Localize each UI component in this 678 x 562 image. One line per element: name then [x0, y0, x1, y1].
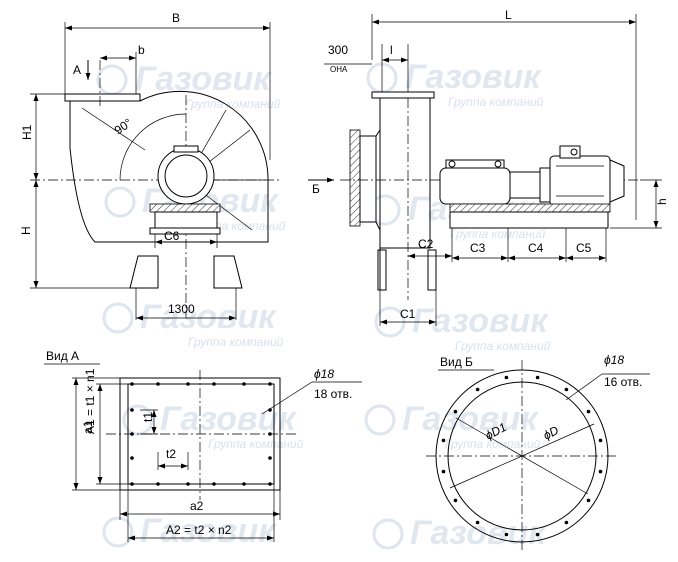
watermark-tagline: Группа компаний: [448, 95, 544, 109]
watermark-brand: Газовик: [410, 514, 547, 552]
view-b-hole-dia: ϕ18: [604, 353, 624, 367]
view-b-bolt-holes: [441, 375, 603, 537]
bolt-hole: [586, 498, 591, 503]
dim-300-label: 300: [328, 43, 348, 57]
dim-C5-label: C5: [576, 241, 592, 255]
bolt-hole: [535, 532, 540, 537]
dim-H-label: H: [19, 226, 33, 235]
dim-t1-label: t1: [141, 412, 155, 422]
watermark-tagline: Группа компаний: [188, 335, 284, 349]
view-b-D-label: ϕD: [541, 423, 561, 443]
view-a-title: Вид А: [46, 349, 79, 363]
bolt-hole: [475, 387, 480, 392]
dim-C3-label: C3: [470, 241, 486, 255]
bolt-hole: [475, 520, 480, 525]
watermark-10: Газовик: [372, 514, 547, 552]
arrow-A-label: A: [73, 63, 81, 77]
watermark-brand: Газовик: [405, 58, 542, 96]
dim-h-label: h: [655, 198, 669, 205]
dim-C6-label: C6: [164, 229, 180, 243]
watermark-2: Газовик Группа компаний: [366, 58, 544, 109]
side-view: L 300 ОНА l Б C2 C1: [308, 8, 669, 326]
arrow-B-label: Б: [312, 182, 320, 196]
view-a-bolt-holes: [130, 382, 272, 486]
bolt-hole: [564, 520, 569, 525]
dim-1300-label: 1300: [168, 302, 195, 316]
watermark-1: Газовик Группа компаний: [96, 60, 281, 111]
bolt-hole: [586, 409, 591, 414]
bolt-hole: [441, 438, 446, 443]
watermark-tagline: Группа компаний: [445, 437, 541, 451]
watermark-brand: Газовик: [140, 512, 277, 550]
dim-C2-label: C2: [418, 237, 434, 251]
dim-a1-label: a1: [81, 420, 95, 434]
dim-a2-label: a2: [190, 499, 204, 513]
dim-t2-label: t2: [166, 447, 176, 461]
watermark-layer: Газовик Группа компаний Газовик Группа к…: [96, 58, 551, 552]
bolt-hole: [453, 498, 458, 503]
view-a: Вид А: [44, 349, 362, 542]
view-a-hole-dia: ϕ18: [314, 367, 334, 381]
watermark-8: Газовик Группа компаний: [364, 400, 541, 451]
ona-label: ОНА: [330, 65, 348, 74]
dim-A1-label: A1 = t1 × n1: [83, 368, 97, 434]
dim-A2-label: A2 = t2 × n2: [166, 523, 232, 537]
view-b-title: Вид Б: [440, 355, 473, 369]
front-view: B b A 90°: [19, 11, 280, 321]
bolt-hole: [504, 375, 509, 380]
bolt-hole: [441, 469, 446, 474]
view-b-holes-count: 16 отв.: [604, 375, 642, 389]
watermark-brand: Газовик: [402, 400, 539, 438]
bolt-hole: [453, 409, 458, 414]
watermark-brand: Газовик: [160, 400, 297, 438]
watermark-tagline: Группа компаний: [185, 97, 281, 111]
bolt-hole: [598, 469, 603, 474]
watermark-tagline: Группа компаний: [208, 437, 304, 451]
dim-b-label: b: [138, 43, 145, 57]
watermark-tagline: Группа компаний: [450, 227, 546, 241]
dim-B-label: B: [172, 11, 180, 25]
watermark-7: Газовик Группа компаний: [122, 400, 304, 451]
bolt-hole: [564, 387, 569, 392]
bolt-hole: [504, 532, 509, 537]
watermark-brand: Газовик: [140, 298, 277, 336]
view-a-holes-count: 18 отв.: [314, 387, 352, 401]
dim-L-label: L: [505, 8, 512, 22]
dim-C1-label: C1: [400, 307, 416, 321]
dim-l-label: l: [390, 43, 393, 57]
view-b: Вид Б ϕD1 ϕD ϕ18 16 отв.: [426, 353, 650, 552]
watermark-brand: Газовик: [412, 302, 549, 340]
watermark-tagline: Группа компаний: [455, 339, 551, 353]
dim-H1-label: H1: [20, 124, 34, 140]
dim-C4-label: C4: [528, 241, 544, 255]
angle-label: 90°: [112, 115, 135, 137]
watermark-9: Газовик: [102, 512, 277, 550]
bolt-hole: [535, 375, 540, 380]
watermark-brand: Газовик: [135, 60, 272, 98]
bolt-hole: [598, 438, 603, 443]
